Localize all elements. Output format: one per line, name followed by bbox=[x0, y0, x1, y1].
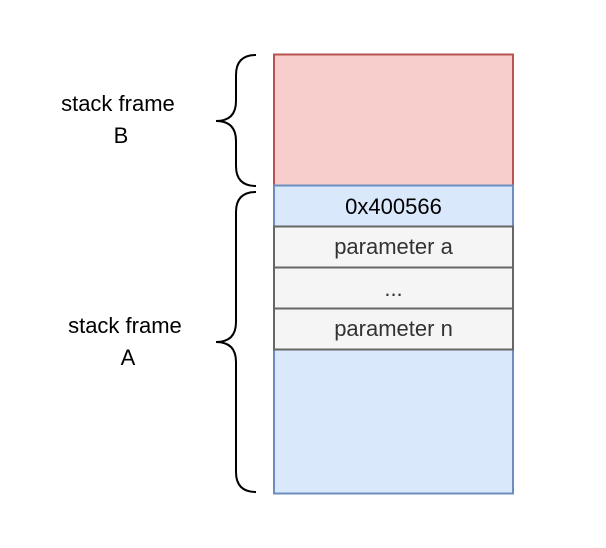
parameter-n-label: parameter n bbox=[334, 316, 453, 341]
stack-frame-b-label-line2: B bbox=[114, 123, 129, 148]
stack-frame-a-label: stack frame A bbox=[68, 313, 188, 370]
parameter-a-label: parameter a bbox=[334, 234, 453, 259]
ellipsis-label: ... bbox=[384, 276, 402, 301]
brace-frame-a-icon bbox=[215, 191, 257, 493]
stack-frame-a-label-line1: stack frame bbox=[68, 313, 182, 338]
stack-frame-b-block bbox=[273, 53, 514, 187]
return-address-cell: 0x400566 bbox=[345, 194, 442, 219]
parameter-n-cell bbox=[273, 307, 514, 351]
stack-frame-a-label-line2: A bbox=[121, 345, 136, 370]
stack-frame-b-label: stack frame B bbox=[61, 91, 181, 148]
stack-frame-b-label-line1: stack frame bbox=[61, 91, 175, 116]
parameter-a-cell bbox=[273, 225, 514, 269]
brace-frame-b-icon bbox=[215, 54, 257, 187]
